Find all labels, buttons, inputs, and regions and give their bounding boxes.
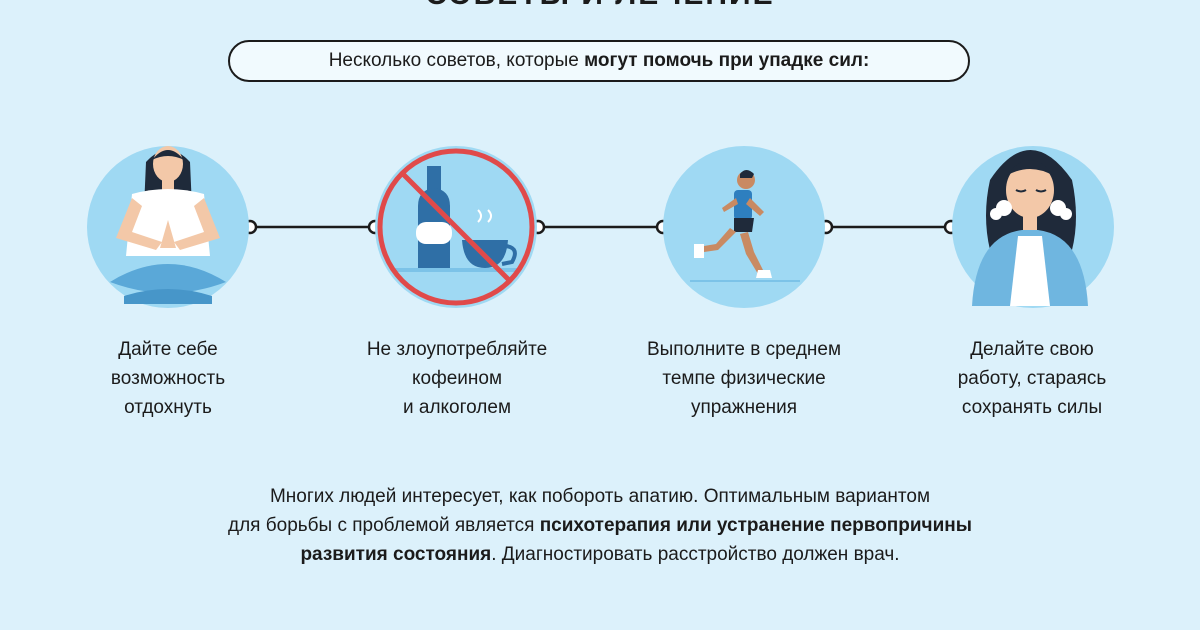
running-man-icon [663,146,825,308]
page-title: СОВЕТЫ И ЛЕЧЕНИЕ [0,0,1200,12]
footer-line-2: для борьбы с проблемой является психотер… [0,511,1200,540]
tip-line: Дайте себе [118,339,218,360]
footer-line-1: Многих людей интересует, как побороть ап… [269,486,931,507]
footer-bold: психотерапия или устранение первопричины [539,515,972,536]
tip-caption-rest: Дайте себе возможность отдохнуть [38,335,298,422]
footer-text: . Диагностировать расстройство должен вр… [491,544,900,565]
tired-woman-icon [952,146,1114,308]
tip-caption-exercise: Выполните в среднем темпе физические упр… [614,335,874,422]
tip-line: возможность [110,368,226,389]
tip-caption-no-caffeine: Не злоупотребляйте кофеином и алкоголем [327,335,587,422]
tip-line: сохранять силы [961,397,1103,418]
meditating-woman-icon [87,146,249,308]
tip-line: кофеином [411,368,503,389]
no-alcohol-coffee-icon [375,146,537,308]
intro-text: Несколько советов, которые [328,50,585,71]
tip-line: и алкоголем [402,397,512,418]
footer-bold: развития состояния [300,544,492,565]
tip-line: Не злоупотребляйте [366,339,548,360]
tip-line: работу, стараясь [957,368,1107,389]
intro-bold: могут помочь при упадке сил: [584,50,870,71]
tip-line: отдохнуть [124,397,212,418]
footer-line-3: развития состояния. Диагностировать расс… [0,540,1200,569]
tips-illustrations [87,146,1114,308]
tip-line: Выполните в среднем [646,339,842,360]
tip-line: Делайте свою [970,339,1094,360]
tip-line: упражнения [690,397,798,418]
footer-paragraph: Многих людей интересует, как побороть ап… [0,482,1200,569]
tip-line: темпе физические [662,368,826,389]
tip-caption-save-energy: Делайте свою работу, стараясь сохранять … [902,335,1162,422]
footer-text: для борьбы с проблемой является [228,515,540,536]
connector-lines [242,219,959,235]
intro-pill: Несколько советов, которые могут помочь … [228,40,970,82]
